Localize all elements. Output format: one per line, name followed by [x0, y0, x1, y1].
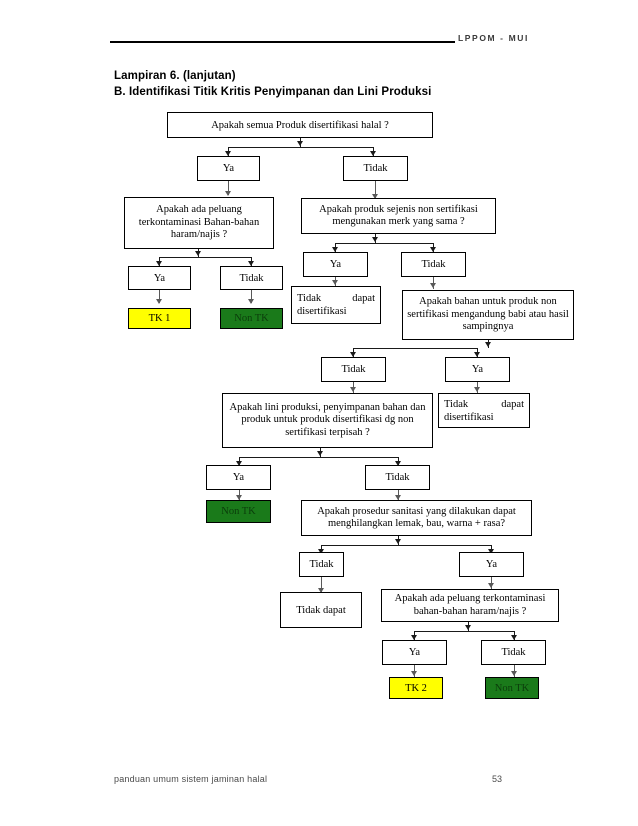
arrow-linitidak-to-sanitasi [394, 495, 401, 500]
arrow-tidak-to-merk [371, 194, 378, 199]
connector-merk-bus [335, 243, 433, 244]
appendix-label: Lampiran 6. (lanjutan) [114, 70, 236, 82]
node-question-root: Apakah semua Produk disertifikasi halal … [167, 112, 433, 138]
arrow-sanitasi-right [487, 549, 494, 554]
result-tidak-dapat-disertifikasi-2: Tidak dapat disertifikasi [438, 393, 530, 428]
arrow-lini-right [394, 461, 401, 466]
connector-babi-bus [353, 348, 477, 349]
node-sanitasi-ya: Ya [459, 552, 524, 577]
connector-kontaminasi-bus [159, 257, 251, 258]
footer-page-number: 53 [492, 774, 503, 784]
arrow-merktidak-to-babi [429, 283, 436, 288]
node-root-tidak: Tidak [343, 156, 408, 181]
connector-tidak-to-merk [375, 181, 376, 198]
arrow-babi-left [349, 352, 356, 357]
arrow-root-left [224, 151, 231, 156]
footer-document-title: panduan umum sistem jaminan halal [114, 774, 268, 784]
result-tidak-dapat-disertifikasi-1: Tidak dapat disertifikasi [291, 286, 381, 324]
arrow-root-center [296, 141, 303, 146]
connector-ya-to-tk1 [159, 290, 160, 303]
connector-ya-to-kontaminasi [228, 181, 229, 195]
node-lini-ya: Ya [206, 465, 271, 490]
arrow-lini-center [316, 451, 323, 456]
connector-sanitasi-bus [321, 545, 491, 546]
node-babi-tidak: Tidak [321, 357, 386, 382]
node-question-babi: Apakah bahan untuk produk non sertifikas… [402, 290, 574, 340]
arrow-merk-right [429, 247, 436, 252]
node-kontaminasi-tidak: Tidak [220, 266, 283, 290]
node-root-ya: Ya [197, 156, 260, 181]
arrow-merkya-to-result [331, 280, 338, 285]
arrow-k2-left [410, 635, 417, 640]
arrow-babitidak-to-lini [349, 387, 356, 392]
connector-lini-bus [239, 457, 398, 458]
arrow-k2-center [464, 625, 471, 630]
arrow-merk-center [371, 237, 378, 242]
arrow-ya-to-kontaminasi [224, 191, 231, 196]
arrow-sanitasi-left [317, 549, 324, 554]
arrow-babi-center [484, 342, 491, 347]
node-question-kontaminasi-2: Apakah ada peluang terkontaminasi bahan-… [381, 589, 559, 622]
node-kontaminasi-ya: Ya [128, 266, 191, 290]
node-babi-ya: Ya [445, 357, 510, 382]
arrow-ya-to-tk1 [155, 299, 162, 304]
arrow-sanitasitidak-to-result [317, 588, 324, 593]
arrow-sanitasi-center [394, 539, 401, 544]
arrow-k2tidak-to-nontk3 [510, 671, 517, 676]
arrow-k2ya-to-tk2 [410, 671, 417, 676]
node-merk-ya: Ya [303, 252, 368, 277]
result-tk-2: TK 2 [389, 677, 443, 699]
section-title: B. Identifikasi Titik Kritis Penyimpanan… [114, 86, 432, 98]
result-non-tk-1: Non TK [220, 308, 283, 329]
node-merk-tidak: Tidak [401, 252, 466, 277]
connector-tidak-to-nontk1 [251, 290, 252, 303]
arrow-root-right [369, 151, 376, 156]
node-question-lini-produksi: Apakah lini produksi, penyimpanan bahan … [222, 393, 433, 448]
header-rule [110, 41, 455, 43]
node-k2-ya: Ya [382, 640, 447, 665]
node-question-merk: Apakah produk sejenis non sertifikasi me… [301, 198, 496, 234]
arrow-merk-left [331, 247, 338, 252]
arrow-kontaminasi-center [194, 251, 201, 256]
result-tk-1: TK 1 [128, 308, 191, 329]
arrow-kontaminasi-right [247, 261, 254, 266]
connector-sanitasitidak-to-result [321, 577, 322, 593]
arrow-k2-right [510, 635, 517, 640]
result-tidak-dapat: Tidak dapat [280, 592, 362, 628]
connector-root-bus [228, 147, 373, 148]
node-question-kontaminasi-1: Apakah ada peluang terkontaminasi Bahan-… [124, 197, 274, 249]
header-brand-lppom-mui: LPPOM - MUI [458, 33, 529, 43]
node-k2-tidak: Tidak [481, 640, 546, 665]
node-sanitasi-tidak: Tidak [299, 552, 344, 577]
arrow-tidak-to-nontk1 [247, 299, 254, 304]
arrow-babi-right [473, 352, 480, 357]
arrow-liniya-to-nontk2 [235, 495, 242, 500]
arrow-kontaminasi-left [155, 261, 162, 266]
arrow-babiya-to-result [473, 387, 480, 392]
node-question-sanitasi: Apakah prosedur sanitasi yang dilakukan … [301, 500, 532, 536]
arrow-lini-left [235, 461, 242, 466]
connector-k2-bus [414, 631, 514, 632]
arrow-sanitasiya-to-kontaminasi2 [487, 583, 494, 588]
result-non-tk-2: Non TK [206, 500, 271, 523]
result-non-tk-3: Non TK [485, 677, 539, 699]
node-lini-tidak: Tidak [365, 465, 430, 490]
